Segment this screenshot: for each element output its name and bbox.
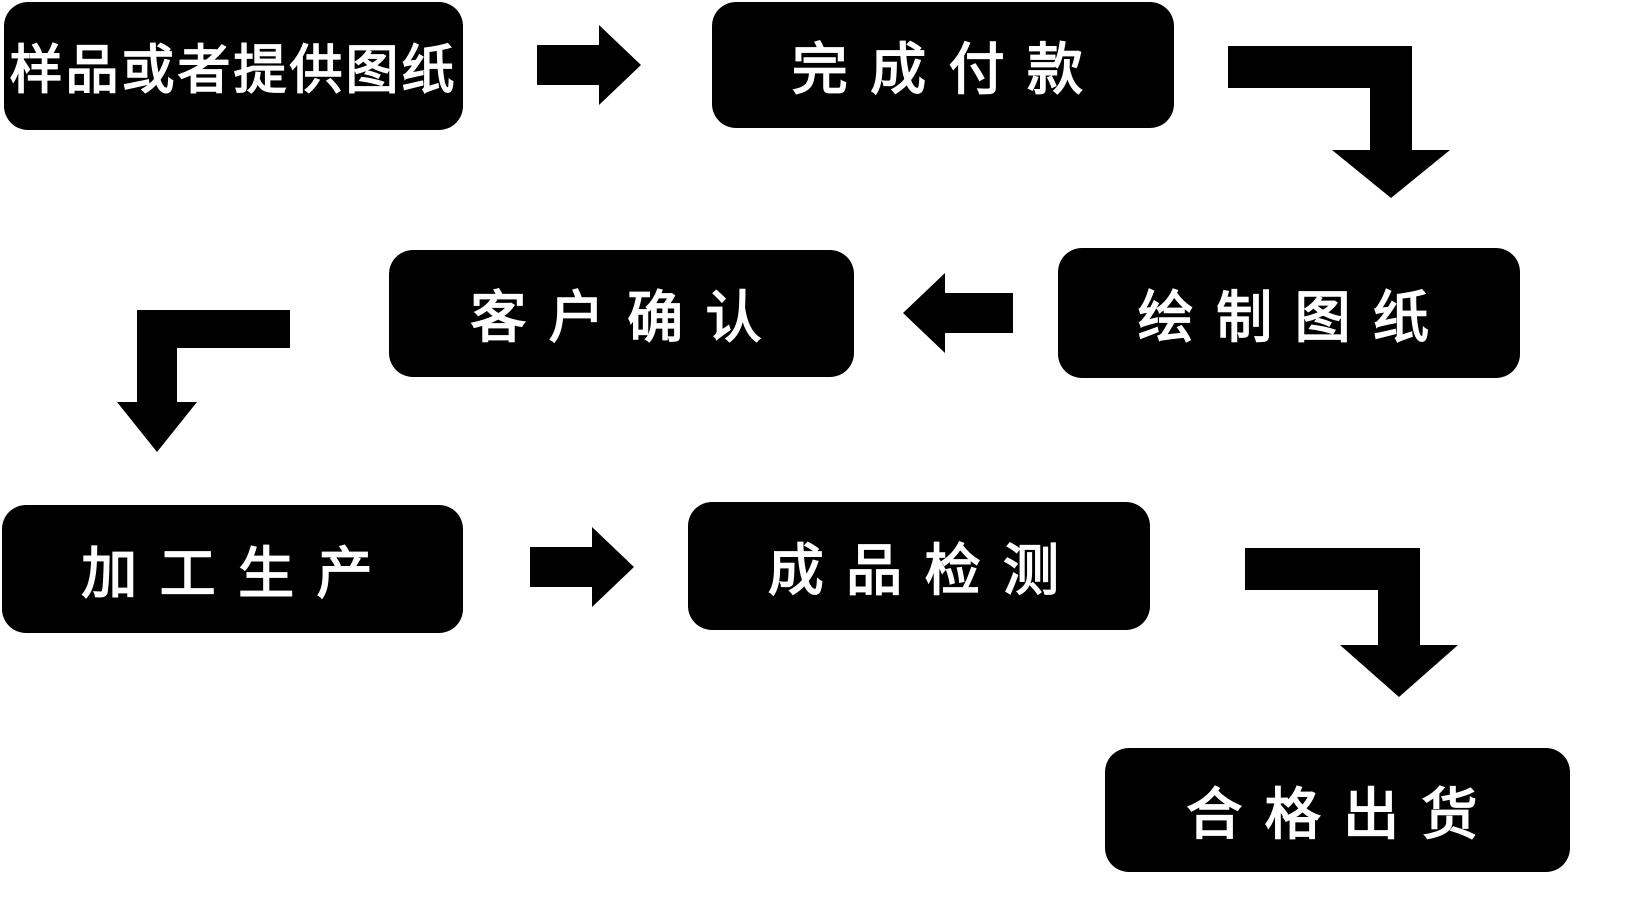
arrow-right-icon bbox=[530, 527, 634, 607]
node-finished-product-inspection: 成品检测 bbox=[688, 502, 1150, 630]
arrow-right-icon bbox=[537, 25, 641, 105]
node-customer-confirmation: 客户确认 bbox=[389, 250, 854, 377]
arrow-elbow-right-down-icon bbox=[1228, 46, 1450, 198]
arrow-elbow-left-down-icon bbox=[117, 310, 290, 452]
node-processing-production: 加工生产 bbox=[2, 505, 463, 633]
node-sample-or-provide-drawing: 样品或者提供图纸 bbox=[4, 2, 463, 130]
arrow-elbow-right-down-icon bbox=[1245, 548, 1458, 697]
node-draw-drawings: 绘制图纸 bbox=[1058, 248, 1520, 378]
arrow-left-icon bbox=[903, 273, 1013, 353]
node-complete-payment: 完成付款 bbox=[712, 2, 1174, 128]
node-qualified-shipment: 合格出货 bbox=[1105, 748, 1570, 872]
